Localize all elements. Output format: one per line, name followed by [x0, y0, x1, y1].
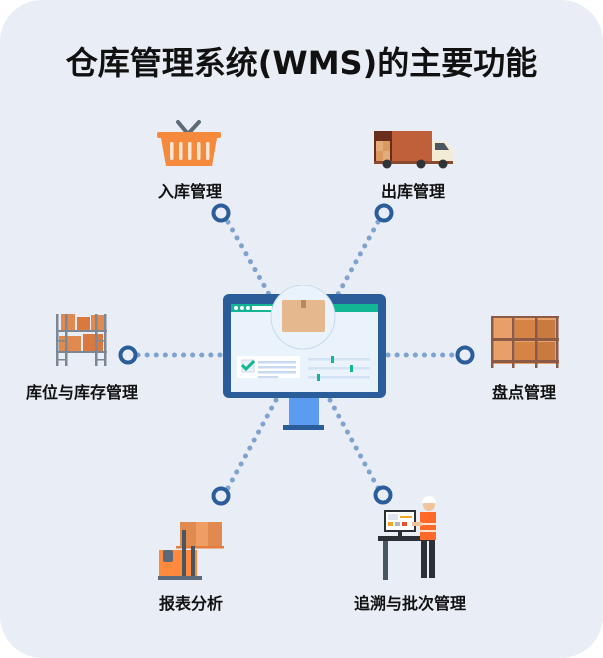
- diagram-title: 仓库管理系统(WMS)的主要功能: [65, 44, 538, 82]
- label-reports: 报表分析: [158, 594, 224, 613]
- node-ring-reports: [211, 486, 231, 506]
- node-ring-outbound: [374, 203, 394, 223]
- connector-reports: [225, 397, 279, 491]
- label-inbound: 入库管理: [157, 182, 223, 201]
- node-ring-stocktaking: [455, 345, 475, 365]
- worker-at-computer-icon: [378, 496, 436, 580]
- label-traceability: 追溯与批次管理: [353, 594, 467, 613]
- shelf-with-boxes-icon: [56, 314, 107, 366]
- connector-outbound: [334, 219, 381, 299]
- label-outbound: 出库管理: [380, 182, 446, 201]
- label-location-inventory: 库位与库存管理: [25, 383, 139, 402]
- node-ring-inbound: [211, 203, 231, 223]
- computer-monitor-with-package-icon: [223, 285, 386, 430]
- node-ring-traceability: [373, 485, 393, 505]
- warehouse-rack-icon: [491, 316, 559, 368]
- forklift-with-boxes-icon: [158, 522, 224, 580]
- connector-traceability: [327, 397, 381, 491]
- delivery-truck-icon: [374, 131, 453, 169]
- label-stocktaking: 盘点管理: [491, 383, 557, 402]
- node-ring-location-inventory: [118, 345, 138, 365]
- shopping-basket-icon: [157, 120, 221, 166]
- connector-inbound: [225, 219, 273, 299]
